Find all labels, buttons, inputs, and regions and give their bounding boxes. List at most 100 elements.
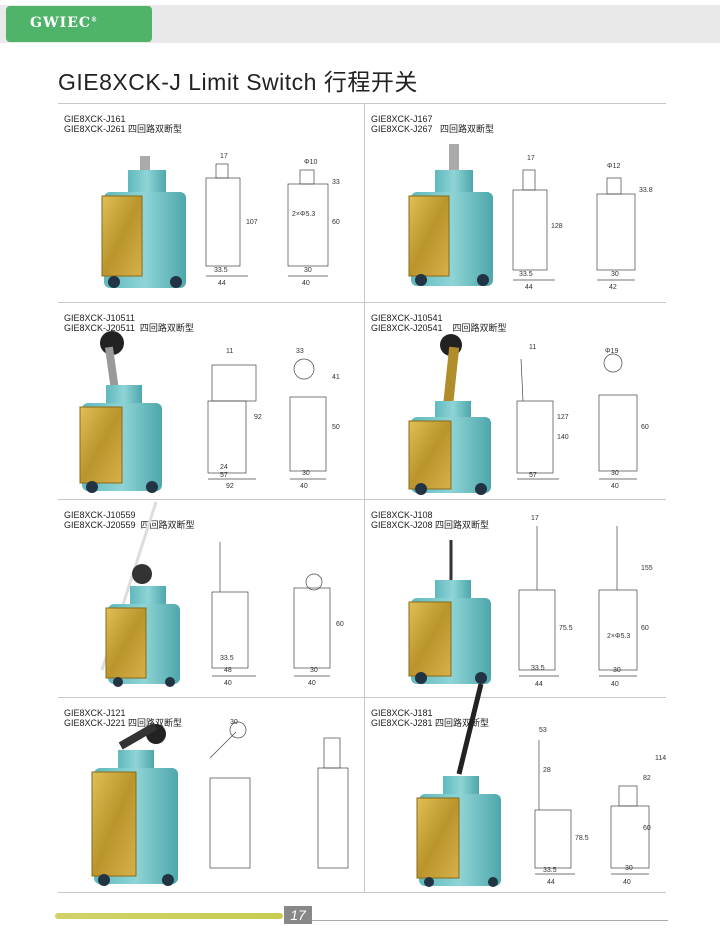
dim-label: 57 [220,472,228,479]
model-line: GIE8XCK-J10541 [371,313,443,323]
page-number: 17 [284,906,312,924]
dim-label: 30 [310,667,318,674]
dim-label: 155 [641,565,653,572]
model-line: GIE8XCK-J267 四回路双断型 [371,124,495,134]
dim-label: 107 [246,219,258,226]
dim-label: 17 [527,155,535,162]
dim-label: 30 [625,865,633,872]
dim-label: 60 [643,825,651,832]
grid-rule [364,103,365,893]
dimension-drawing: 11 127 140 57 Φ19 60 30 40 [516,344,649,489]
model-line: GIE8XCK-J161 [64,114,126,124]
dim-label: 33.5 [519,271,533,278]
dim-label: Φ10 [304,159,317,166]
dim-label: 53 [539,727,547,734]
dim-label: 33.8 [639,187,653,194]
dim-label: 33.5 [531,665,545,672]
dim-label: 60 [641,424,649,431]
dim-label: 40 [611,483,619,489]
page-title: GIE8XCK-J Limit Switch 行程开关 [58,69,418,95]
model-line: GIE8XCK-J20541 四回路双断型 [371,323,507,333]
dimension-drawing: 53 28 78.5 33.5 44 114 82 60 30 40 [534,727,666,886]
model-line: GIE8XCK-J20511 四回路双断型 [64,323,194,333]
dimension-drawing: 17 75.5 33.5 44 155 60 2×Φ5.3 30 40 [518,515,653,688]
dim-label: Φ19 [605,348,618,355]
switch-photo [408,540,491,684]
model-line: GIE8XCK-J10559 [64,510,136,520]
dim-label: 78.5 [575,835,589,842]
dim-label: 2×Φ5.3 [607,633,630,640]
dim-label: 33.5 [543,867,557,874]
dim-label: 44 [547,879,555,886]
dim-label: 40 [224,680,232,687]
dim-label: 50 [332,424,340,431]
grid-rule [58,499,666,500]
dim-label: 30 [611,271,619,278]
model-line: GIE8XCK-J121 [64,708,126,718]
switch-photo [100,501,180,687]
dim-label: 82 [643,775,651,782]
dim-label: 60 [336,621,344,628]
dim-label: 40 [623,879,631,886]
grid-rule [58,697,666,698]
dimension-drawing: 17 107 33.5 44 Φ10 33 60 2×Φ5.3 30 40 [205,153,340,287]
dimension-drawing: 11 92 24 57 92 33 41 50 30 40 [207,348,340,490]
dim-label: 48 [224,667,232,674]
grid-rule [58,892,666,893]
dimension-drawing: 17 128 33.5 44 Φ12 33.8 30 42 [512,155,653,291]
dim-label: 17 [531,515,539,522]
dim-label: 2×Φ5.3 [292,211,315,218]
model-line: GIE8XCK-J167 [371,114,433,124]
grid-rule [58,103,666,104]
dim-label: 75.5 [559,625,573,632]
switch-photo [408,144,493,286]
dim-label: 11 [226,348,233,355]
dim-label: 28 [543,767,551,774]
dim-label: 44 [218,280,226,287]
model-line: GIE8XCK-J20559 四回路双断型 [64,520,195,530]
brand-logo: GWIEC® [6,6,152,42]
dim-label: Φ12 [607,163,620,170]
dim-label: 42 [609,284,617,291]
dim-label: 92 [254,414,262,421]
switch-photo [408,334,491,495]
dim-label: 33.5 [220,655,234,662]
dim-label: 41 [332,374,340,381]
dim-label: 127 [557,414,569,421]
dim-label: 140 [557,434,569,441]
dim-label: 17 [220,153,228,160]
dim-label: 30 [611,470,619,477]
model-line: GIE8XCK-J261 四回路双断型 [64,124,183,134]
dim-label: 44 [535,681,543,688]
model-line: GIE8XCK-J10511 [64,313,135,323]
dim-label: 92 [226,483,234,490]
model-line: GIE8XCK-J281 四回路双断型 [371,718,490,728]
dim-label: 40 [308,680,316,687]
dim-label: 40 [302,280,310,287]
dim-label: 128 [551,223,563,230]
switch-photo [416,684,501,887]
dim-label: 57 [529,472,537,479]
dim-label: 30 [613,667,621,674]
dim-label: 44 [525,284,533,291]
dim-label: 30 [230,719,238,726]
dim-label: 40 [300,483,308,490]
dim-label: 33 [296,348,304,355]
model-line: GIE8XCK-J108 [371,510,433,520]
switch-photo [79,331,162,493]
switch-photo [101,156,186,288]
dim-label: 33 [332,179,340,186]
dim-label: 60 [332,219,340,226]
switch-photo [91,724,178,886]
dim-label: 114 [655,755,666,762]
dim-label: 30 [302,470,310,477]
model-line: GIE8XCK-J181 [371,708,433,718]
dim-label: 33.5 [214,267,228,274]
